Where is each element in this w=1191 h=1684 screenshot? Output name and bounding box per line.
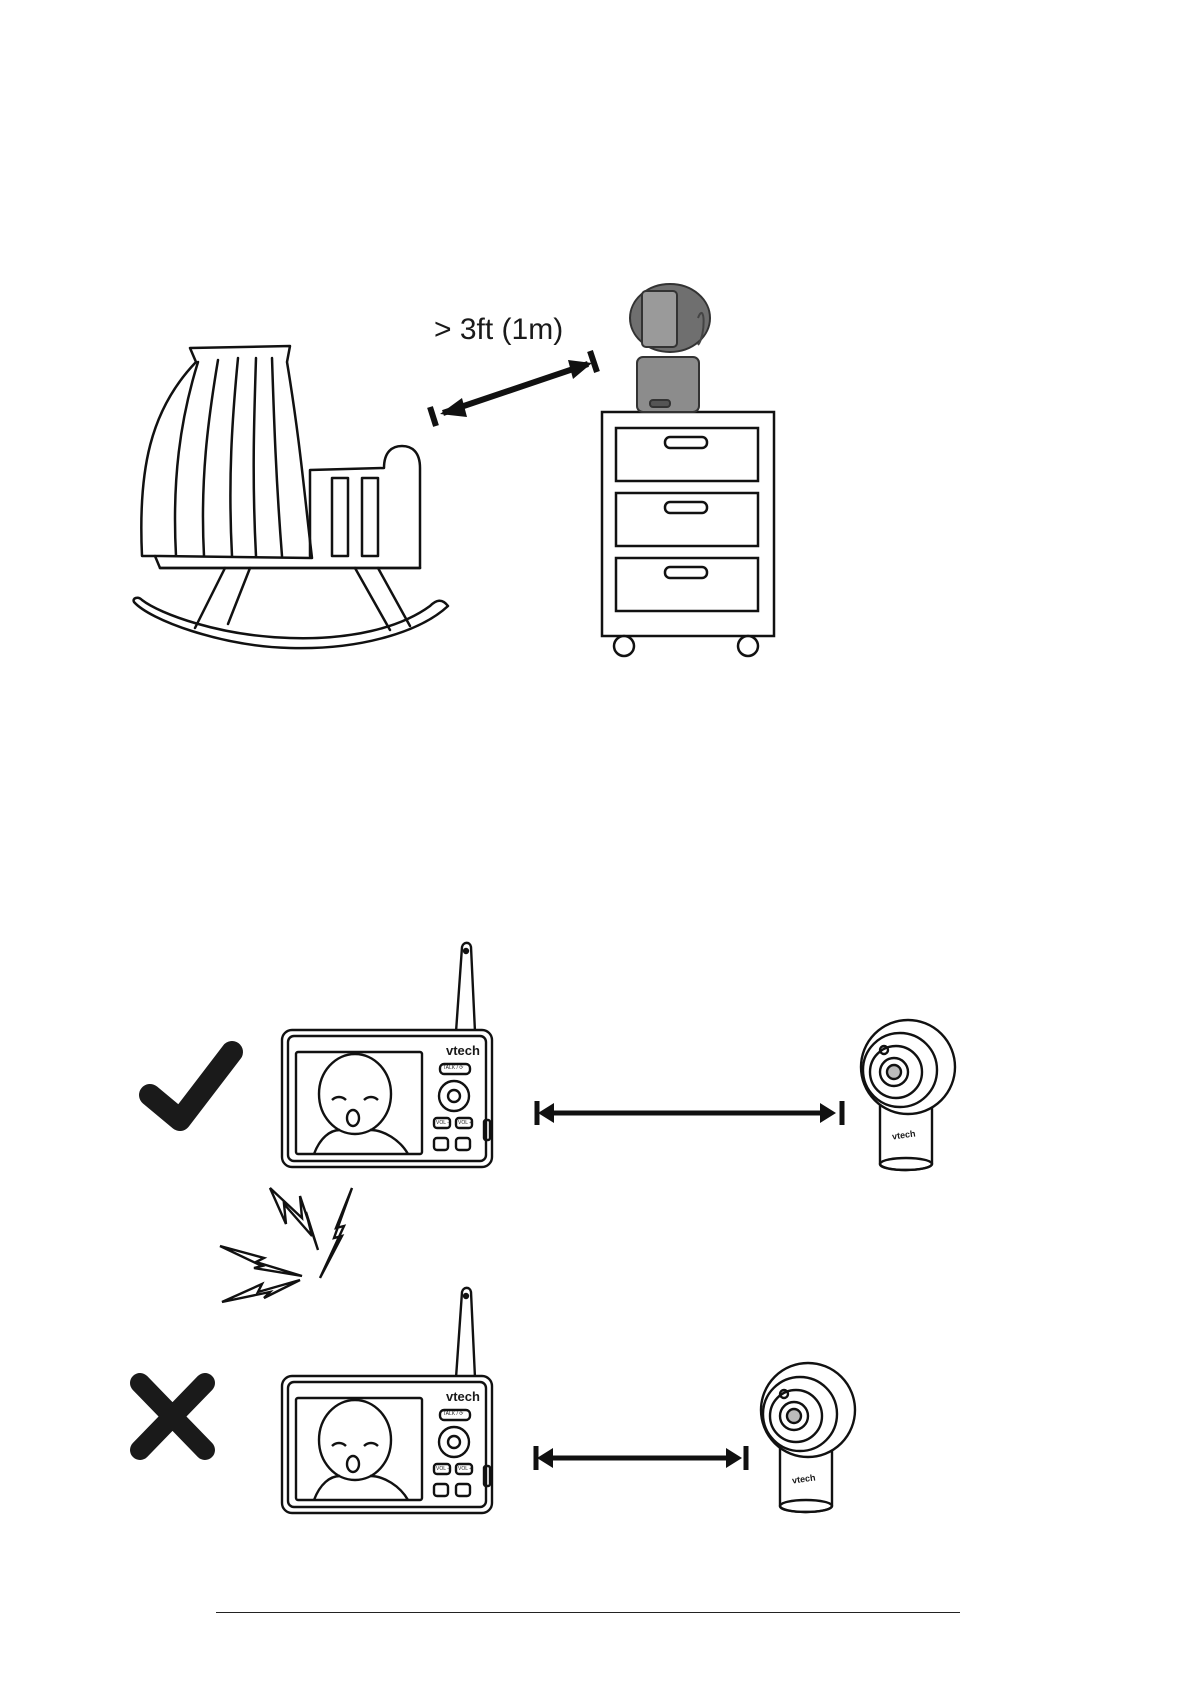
baby-camera-far <box>861 1020 955 1170</box>
monitor-vol-down-top: VOL - <box>436 1120 449 1126</box>
lightning-bolt-icon <box>220 1188 352 1302</box>
monitor-talk-label-bottom: TALK / ⟳ <box>443 1411 464 1417</box>
cradle-placement-figure <box>0 0 1191 720</box>
monitor-vol-down-bottom: VOL - <box>436 1466 449 1472</box>
distance-arrow <box>430 351 597 426</box>
monitor-brand-top: vtech <box>446 1043 480 1058</box>
monitor-vol-up-bottom: VOL + <box>458 1466 472 1472</box>
cross-mark-icon <box>140 1383 205 1450</box>
check-mark-icon <box>150 1052 232 1120</box>
baby-camera-near <box>761 1363 855 1512</box>
camera-brand-near: vtech <box>791 1472 816 1485</box>
camera-on-dresser <box>630 284 710 412</box>
short-distance-arrow <box>536 1446 746 1470</box>
footer-rule <box>216 1612 960 1613</box>
monitor-vol-up-top: VOL + <box>458 1120 472 1126</box>
cradle-illustration <box>134 346 448 648</box>
monitor-brand-bottom: vtech <box>446 1389 480 1404</box>
long-distance-arrow <box>537 1101 842 1125</box>
camera-brand-far: vtech <box>891 1128 916 1141</box>
dresser-illustration <box>602 412 774 656</box>
distance-label: > 3ft (1m) <box>434 313 563 347</box>
monitor-talk-label-top: TALK / ⟳ <box>443 1065 464 1071</box>
